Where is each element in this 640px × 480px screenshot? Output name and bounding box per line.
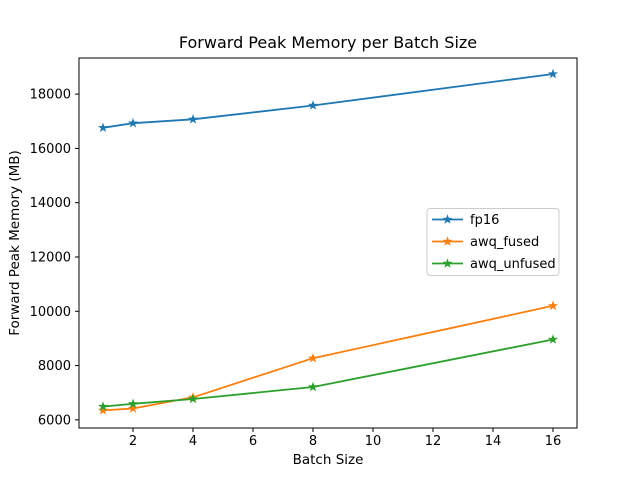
x-tick-label: 8 (309, 434, 317, 449)
y-tick-label: 18000 (30, 88, 71, 103)
data-point-marker-fp16 (307, 100, 319, 110)
plot-border (78, 57, 578, 429)
x-tick-label: 2 (129, 434, 137, 449)
plot-area: 2 4 6 8 10 12 14 16 6000 8000 10000 12000 14000 16000… (30, 57, 578, 449)
data-point-marker-fp16 (97, 122, 109, 133)
y-tick-label: 12000 (30, 250, 71, 265)
data-point-marker-awq_fused (127, 403, 139, 413)
data-point-marker-awq_unfused (187, 393, 199, 404)
legend-label-awq_unfused: awq_unfused (470, 257, 556, 272)
data-point-marker-awq_unfused (97, 401, 109, 411)
y-tick-label: 10000 (30, 305, 71, 320)
x-tick-label: 6 (249, 434, 257, 449)
legend-box (426, 208, 560, 276)
legend-label-fp16: fp16 (470, 213, 499, 228)
data-point-marker-awq_fused (547, 300, 559, 311)
series-line-awq_fused (102, 304, 554, 412)
y-axis-label: Forward Peak Memory (MB) (7, 150, 23, 336)
x-axis-label: Batch Size (293, 452, 364, 468)
y-tick-label: 8000 (38, 359, 71, 374)
y-tick-label: 16000 (30, 142, 71, 157)
x-tick-label: 4 (189, 434, 197, 449)
legend-marker-awq_unfused (442, 258, 453, 268)
chart-title: Forward Peak Memory per Batch Size (179, 33, 477, 52)
x-tick-label: 14 (485, 434, 502, 449)
data-point-marker-awq_fused (307, 352, 319, 363)
data-point-marker-fp16 (547, 68, 559, 79)
data-point-marker-fp16 (187, 114, 199, 124)
x-tick-label: 12 (425, 434, 442, 449)
legend-marker-awq_fused (442, 236, 453, 246)
x-tick-label: 10 (365, 434, 382, 449)
legend-marker-fp16 (442, 214, 453, 224)
series-line-fp16 (102, 73, 554, 129)
y-tick-label: 14000 (30, 196, 71, 211)
x-tick-label: 16 (545, 434, 562, 449)
data-point-marker-fp16 (127, 117, 139, 128)
data-point-marker-awq_unfused (547, 334, 559, 344)
legend-label-awq_fused: awq_fused (470, 235, 539, 250)
data-point-marker-awq_unfused (307, 381, 319, 392)
data-point-marker-awq_fused (97, 405, 109, 415)
y-tick-label: 6000 (38, 413, 71, 428)
series-line-awq_unfused (102, 338, 554, 408)
data-point-marker-awq_unfused (127, 398, 139, 409)
legend: fp16 awq_fused awq_unfused (426, 208, 560, 276)
